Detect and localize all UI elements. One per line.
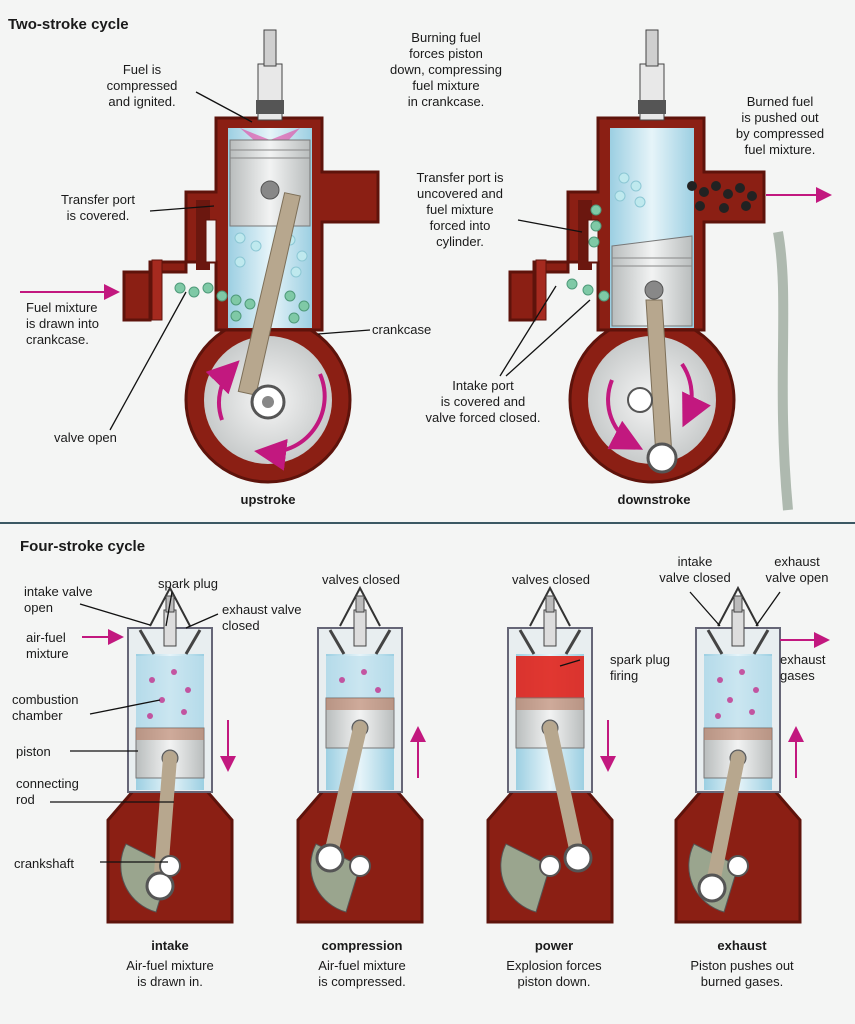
label-piston: piston xyxy=(16,744,51,759)
label-spark-plug-firing: spark plug firing xyxy=(610,652,670,683)
label-exhaust-valve-open: exhaust valve open xyxy=(765,554,829,585)
label-crankshaft: crankshaft xyxy=(14,856,74,871)
label-crankcase: crankcase xyxy=(372,322,432,337)
caption-upstroke: upstroke xyxy=(240,492,296,507)
caption-downstroke: downstroke xyxy=(617,492,691,507)
label-burning-fuel: Burning fuel forces piston down, compres… xyxy=(390,30,502,109)
power-engine xyxy=(486,585,616,924)
label-burned-fuel: Burned fuel is pushed out by compressed … xyxy=(735,94,825,157)
four-stroke-title: Four-stroke cycle xyxy=(20,538,146,555)
label-fuel-drawn: Fuel mixture is drawn into crankcase. xyxy=(26,300,99,347)
desc-compression: Air-fuel mixture is compressed. xyxy=(318,958,406,989)
caption-intake: intake xyxy=(151,938,189,953)
label-fuel-compressed: Fuel is compressed and ignited. xyxy=(106,62,178,109)
two-stroke-title: Two-stroke cycle xyxy=(8,16,129,33)
compression-engine xyxy=(296,585,426,924)
label-air-fuel-mixture: air-fuel mixture xyxy=(26,630,69,661)
desc-intake: Air-fuel mixture is drawn in. xyxy=(126,958,214,989)
caption-power: power xyxy=(534,938,574,953)
intake-engine xyxy=(106,585,236,924)
desc-exhaust: Piston pushes out burned gases. xyxy=(690,958,794,989)
label-valves-closed-power: valves closed xyxy=(511,572,591,587)
exhaust-engine xyxy=(674,585,804,924)
ink-smudge xyxy=(773,231,793,511)
desc-power: Explosion forces piston down. xyxy=(506,958,602,989)
label-intake-valve-closed: intake valve closed xyxy=(659,554,731,585)
label-exhaust-gases: exhaust gases xyxy=(780,652,826,683)
label-intake-valve-open: intake valve open xyxy=(24,584,93,615)
label-exhaust-valve-closed: exhaust valve closed xyxy=(222,602,302,633)
label-connecting-rod: connecting rod xyxy=(16,776,79,807)
caption-exhaust: exhaust xyxy=(717,938,767,953)
upstroke-engine xyxy=(122,29,380,484)
label-valve-open: valve open xyxy=(54,430,117,445)
label-transfer-uncovered: Transfer port is uncovered and fuel mixt… xyxy=(416,170,504,249)
label-combustion-chamber: combustion chamber xyxy=(12,692,79,723)
downstroke-engine xyxy=(508,29,766,484)
label-transfer-covered: Transfer port is covered. xyxy=(61,192,135,223)
label-intake-covered: Intake port is covered and valve forced … xyxy=(425,378,541,425)
caption-compression: compression xyxy=(321,938,403,953)
label-valves-closed-compression: valves closed xyxy=(321,572,401,587)
label-spark-plug: spark plug xyxy=(158,576,218,591)
